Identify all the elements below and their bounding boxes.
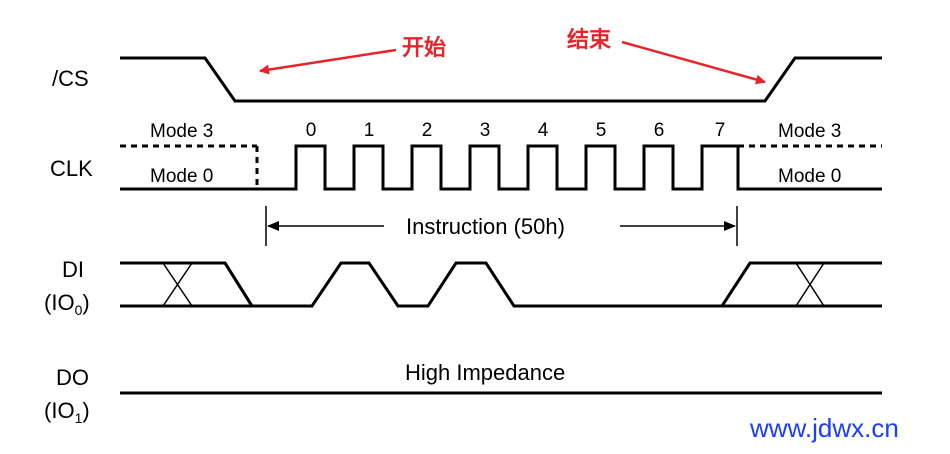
start-annotation: 开始	[402, 35, 446, 61]
clk-waveform	[120, 144, 882, 191]
clk-number: 3	[480, 120, 491, 141]
do-io-label: (IO1)	[44, 398, 90, 426]
di-waveform-high	[120, 261, 882, 308]
mode3-right-label: Mode 3	[778, 121, 841, 142]
do-label: DO	[56, 365, 89, 390]
clk-number: 0	[306, 120, 317, 141]
watermark: www.jdwx.cn	[749, 413, 899, 443]
di-cross-left-b	[162, 262, 193, 307]
di-left-fall	[223, 262, 254, 307]
end-arrow	[621, 40, 766, 85]
di-io-label: (IO0)	[44, 290, 90, 318]
di-label: DI	[62, 257, 84, 282]
mode0-left-label: Mode 0	[150, 166, 213, 187]
clk-number: 2	[422, 120, 433, 141]
mode3-left-label: Mode 3	[150, 121, 213, 142]
clk-number: 7	[715, 120, 726, 141]
mode0-right-label: Mode 0	[778, 166, 841, 187]
clk-number: 4	[538, 120, 549, 141]
start-arrow	[259, 48, 397, 75]
clk-number: 6	[654, 120, 665, 141]
clk-number: 5	[596, 120, 607, 141]
cs-waveform	[120, 56, 882, 103]
end-annotation: 结束	[567, 27, 612, 53]
high-impedance-label: High Impedance	[405, 360, 565, 385]
clk-number: 1	[364, 120, 375, 141]
instruction-label: Instruction (50h)	[406, 214, 565, 239]
clk-label: CLK	[50, 156, 93, 181]
di-cross-right-b	[795, 262, 825, 307]
cs-label: /CS	[52, 66, 89, 91]
